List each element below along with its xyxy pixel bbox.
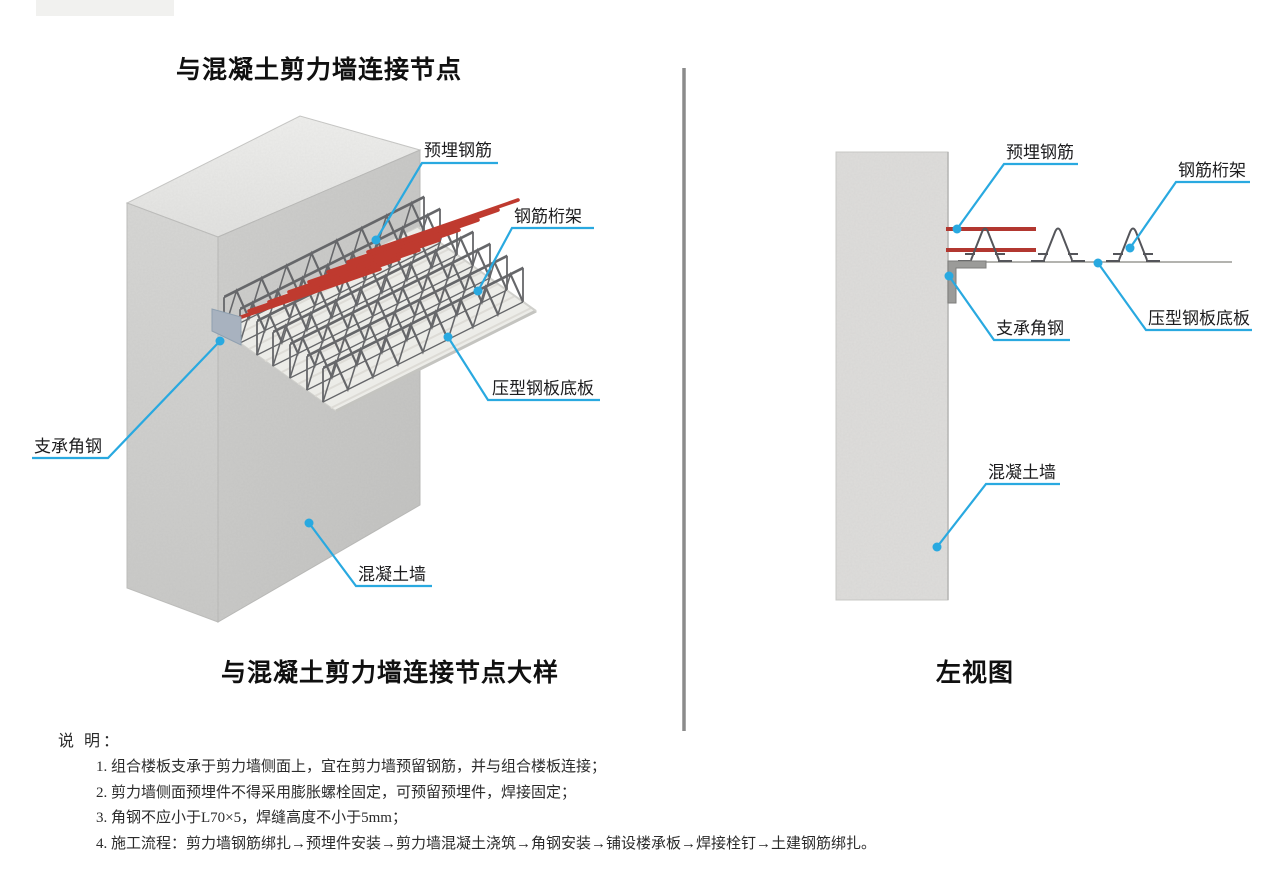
label-profiled-deck: 压型钢板底板 — [1148, 309, 1250, 328]
leader-concrete-wall — [936, 482, 1060, 548]
right-diagram: 预埋钢筋 钢筋桁架 支承角钢 压型钢板底板 混凝土墙 — [835, 143, 1252, 601]
notes-heading: 说 明： — [58, 733, 123, 750]
leader-dot — [215, 336, 225, 346]
leader-dot — [371, 235, 381, 245]
support-angle-3d — [211, 308, 242, 346]
label-support-angle: 支承角钢 — [996, 319, 1064, 338]
wall-top-texture — [127, 116, 420, 237]
leader-support-angle — [948, 275, 1070, 342]
rebar-side — [946, 248, 1036, 252]
leader-rebar-truss — [1129, 180, 1250, 249]
leader-embedded-rebar — [375, 161, 498, 241]
support-angle-side — [947, 260, 987, 304]
label-embedded-rebar: 预埋钢筋 — [1006, 143, 1074, 162]
label-support-angle: 支承角钢 — [34, 437, 102, 456]
leader-profiled-deck — [447, 336, 600, 402]
leader-dot — [944, 271, 954, 281]
deck-front-edge — [335, 309, 537, 413]
left-leader-lines — [32, 161, 600, 588]
rebar-side — [946, 227, 1036, 231]
leader-profiled-deck — [1097, 262, 1252, 332]
scan-artifact — [36, 0, 174, 16]
leader-rebar-truss — [477, 226, 594, 292]
leader-dot — [1093, 258, 1103, 268]
leader-embedded-rebar — [956, 162, 1078, 230]
right-diagram-caption: 左视图 — [935, 660, 1014, 687]
leader-dot — [932, 542, 942, 552]
note-item-4: 4. 施工流程：剪力墙钢筋绑扎→预埋件安装→剪力墙混凝土浇筑→角钢安装→铺设楼承… — [96, 835, 877, 852]
notes-section: 说 明： 1. 组合楼板支承于剪力墙侧面上，宜在剪力墙预留钢筋，并与组合楼板连接… — [58, 727, 876, 857]
label-rebar-truss: 钢筋桁架 — [514, 207, 582, 226]
label-concrete-wall: 混凝土墙 — [988, 463, 1056, 482]
left-diagram-caption: 与混凝土剪力墙连接节点大样 — [220, 660, 559, 687]
note-item-1: 1. 组合楼板支承于剪力墙侧面上，宜在剪力墙预留钢筋，并与组合楼板连接； — [96, 759, 607, 775]
note-item-2: 2. 剪力墙侧面预埋件不得采用膨胀螺栓固定，可预留预埋件，焊接固定； — [96, 784, 577, 801]
leader-concrete-wall — [308, 522, 432, 588]
label-concrete-wall: 混凝土墙 — [358, 565, 426, 584]
left-diagram: 预埋钢筋 钢筋桁架 压型钢板底板 支承角钢 混凝土墙 — [32, 115, 600, 623]
leader-dot — [443, 332, 453, 342]
deck-ribs — [231, 236, 532, 409]
leader-dot — [304, 518, 314, 528]
label-embedded-rebar: 预埋钢筋 — [424, 141, 492, 160]
embedded-rebars-3d — [228, 198, 520, 323]
page-title: 与混凝土剪力墙连接节点 — [176, 57, 463, 84]
leader-support-angle — [32, 340, 221, 460]
right-leader-lines — [936, 162, 1252, 548]
leader-dot — [1125, 243, 1135, 253]
leader-dot — [473, 286, 483, 296]
concrete-wall-side — [835, 151, 949, 601]
wall-side-texture — [836, 152, 948, 600]
right-leader-dots — [932, 224, 1135, 552]
left-leader-dots — [215, 235, 483, 528]
leader-dot — [952, 224, 962, 234]
wall-left-texture — [127, 203, 218, 622]
label-rebar-truss: 钢筋桁架 — [1178, 161, 1246, 180]
label-profiled-deck: 压型钢板底板 — [492, 379, 594, 398]
note-item-3: 3. 角钢不应小于L70×5，焊缝高度不小于5mm； — [96, 810, 407, 826]
embedded-rebars-side — [946, 227, 1036, 252]
